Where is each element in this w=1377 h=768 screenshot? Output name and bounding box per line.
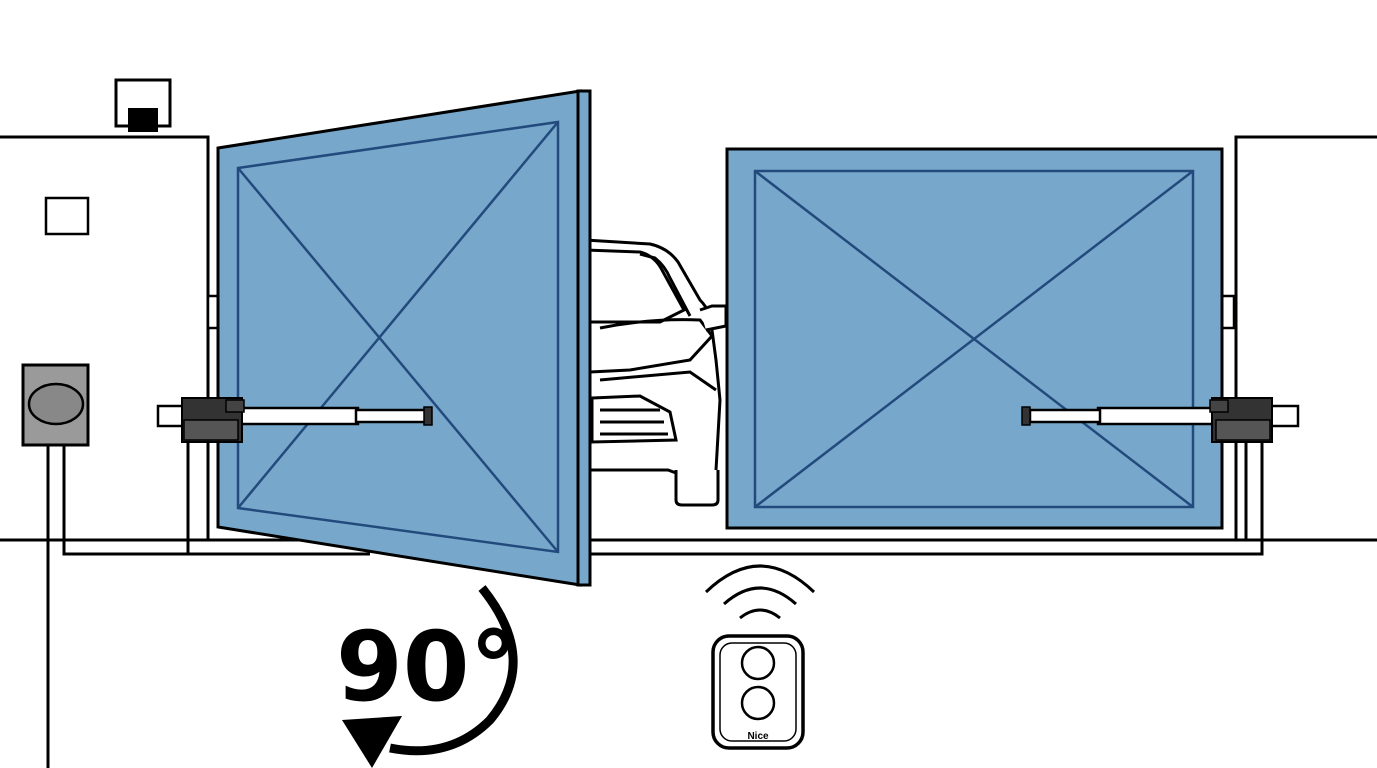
remote-icon: Nice [711,634,805,750]
right-gate-leaf [725,147,1224,530]
gate-motor-right [1021,397,1300,443]
left-pillar [0,135,210,542]
gate-motor-icon [156,397,433,443]
wiring [46,430,1264,768]
pillar-window [44,196,90,236]
right-hinge [1220,294,1236,330]
keypad-icon [21,363,90,447]
wifi-signal-icon [704,564,816,620]
left-gate-leaf [216,89,592,587]
rotation-arrow-icon [342,585,518,768]
right-pillar [1234,135,1377,542]
remote-brand: Nice [747,731,769,742]
lamp-icon [114,78,172,132]
angle-label: 90° [336,611,518,723]
car-icon [583,238,728,507]
